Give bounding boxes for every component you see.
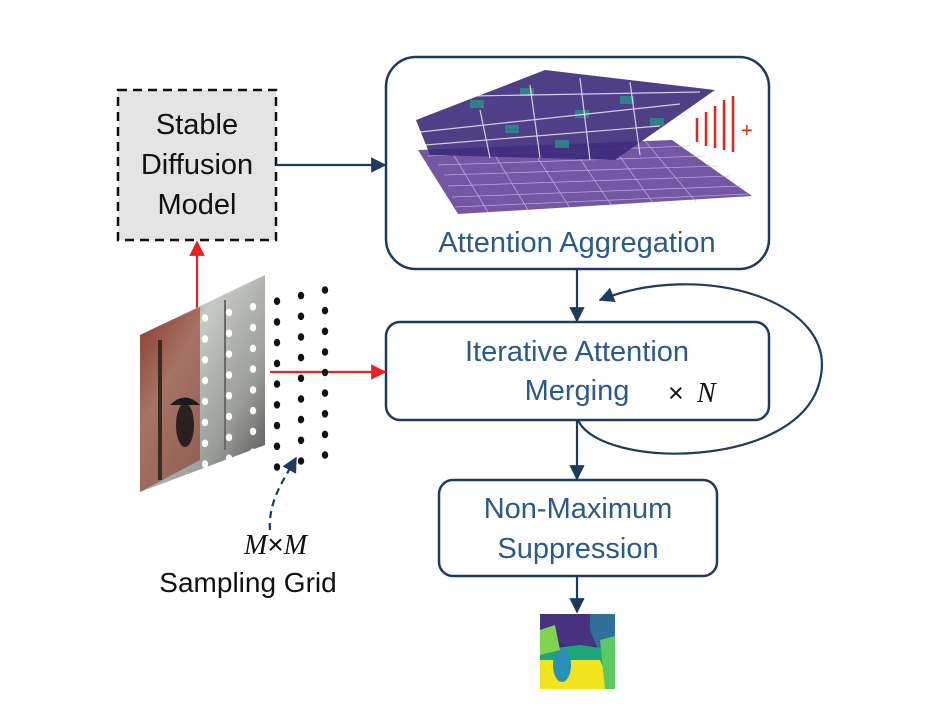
grid-dot [201,356,209,364]
grid-dot [249,448,257,457]
grid-dot [273,359,281,368]
grid-dot [249,323,257,332]
grid-dot [273,338,281,347]
grid-dot [225,391,233,400]
grid-dot [321,430,329,439]
attention-aggregation-label: Attention Aggregation [438,227,715,259]
grid-dot [201,481,209,489]
sampling-grid-text: Sampling Grid [159,567,336,598]
sampling-grid-dots [201,286,329,489]
grid-dot [273,297,281,306]
grid-dot [297,374,305,383]
nms-line1: Non-Maximum [484,493,673,525]
input-image [140,275,265,492]
grid-dot [321,286,329,294]
grid-dot [201,439,209,448]
grid-dot [297,395,305,403]
grid-dot [249,469,257,477]
grid-dot [297,291,305,300]
grid-dot [225,454,233,463]
grid-dot [273,401,281,409]
grid-dot [297,436,305,445]
grid-dot [273,380,281,388]
iterative-attention-merging-box: Iterative Attention Merging × N [384,320,771,422]
grid-dot [249,344,257,353]
plus-sign: + [741,120,753,142]
output-segmentation-map [540,614,615,689]
grid-dot [297,333,305,341]
grid-dot [201,335,209,343]
sd-model-line1: Stable [156,109,238,141]
grid-dot [225,433,233,442]
attention-maps-illustration [416,70,752,214]
grid-dot [249,303,257,311]
grid-dot [321,306,329,315]
n-symbol: N [696,378,717,409]
grid-dot [273,421,281,430]
sd-model-line2: Diffusion [141,149,253,181]
iterative-line1: Iterative Attention [465,336,689,368]
grid-dot [297,353,305,362]
grid-dot [225,475,233,483]
grid-dot [201,397,209,406]
non-maximum-suppression-box: Non-Maximum Suppression [437,478,719,578]
iterative-line2: Merging [525,375,630,407]
grid-dot [249,365,257,373]
attention-aggregation-box: + Attention Aggregation [384,55,771,271]
stable-diffusion-model-box: Stable Diffusion Model [116,88,278,242]
grid-dot [225,329,233,338]
grid-dot [297,415,305,424]
grid-dot [249,427,257,436]
grid-dot [321,368,329,377]
grid-dot [321,327,329,336]
grid-dot [201,314,209,322]
iteration-loop-arrow [576,283,823,455]
svg-text:M×M: M×M [243,529,309,561]
grid-dot [297,312,305,321]
math-m1: M [243,530,269,561]
times-symbol: × [668,378,684,408]
grid-dot [201,376,209,385]
sampling-grid-label: M×M Sampling Grid [159,529,336,598]
nms-line2: Suppression [497,533,658,565]
grid-dot [249,406,257,415]
grid-dot [321,348,329,356]
math-m2: M [283,530,309,561]
grid-dot [321,451,329,459]
grid-dot [249,386,257,394]
grid-dot [201,418,209,427]
grid-dot [273,442,281,451]
grid-dot [225,308,233,317]
grid-dot [273,463,281,471]
grid-dot [225,371,233,379]
grid-dot [201,460,209,468]
grid-dot [273,318,281,326]
arrow-label-to-grid [268,456,297,531]
grid-dot [321,389,329,397]
grid-dot [225,412,233,421]
sd-model-line3: Model [158,189,237,221]
grid-dot [321,410,329,418]
grid-dot [225,350,233,358]
math-times: × [267,529,283,560]
grid-dot [297,457,305,465]
